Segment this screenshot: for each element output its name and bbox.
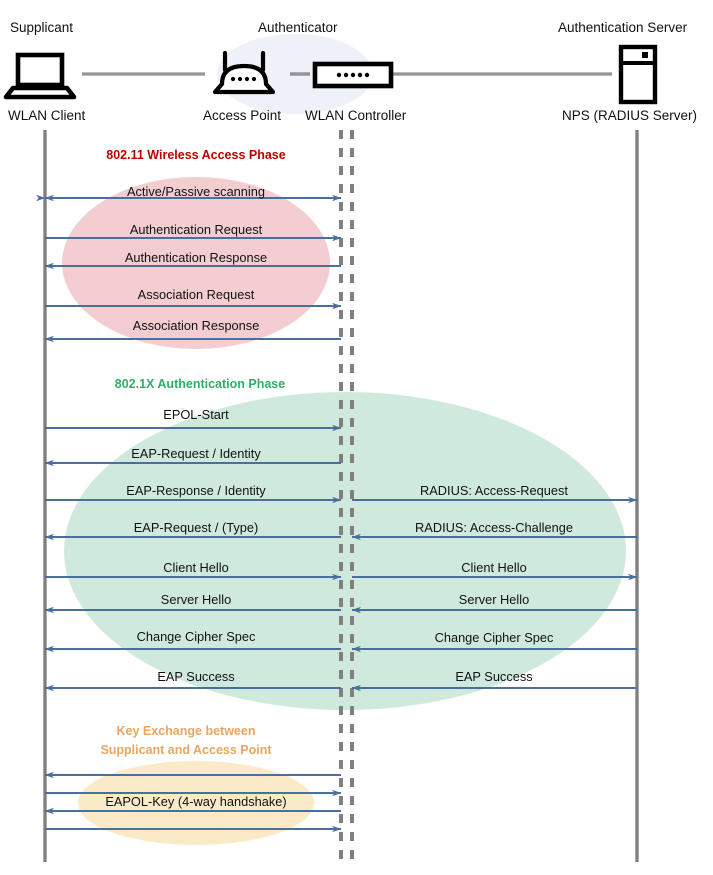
- message-label-m9: EAP-Request / (Type): [133, 520, 259, 535]
- lifelines: [43, 130, 639, 862]
- actor-device-wlan-client: WLAN Client: [8, 108, 86, 123]
- message-label-m7: EAP-Request / Identity: [131, 446, 261, 461]
- message-label-r4: Server Hello: [458, 592, 530, 607]
- wlan-controller-icon: [312, 61, 394, 89]
- phase-ellipse-phase-key: [78, 761, 314, 845]
- phase-label-key-line1: Key Exchange between: [116, 724, 256, 738]
- message-label-k3: EAPOL-Key (4-way handshake): [105, 794, 287, 809]
- message-label-m13: EAP Success: [157, 669, 235, 684]
- phase-label-8021x: 802.1X Authentication Phase: [114, 377, 286, 391]
- server-icon: [618, 44, 658, 105]
- actor-device-nps: NPS (RADIUS Server): [562, 108, 698, 123]
- message-label-r6: EAP Success: [455, 669, 533, 684]
- message-label-r5: Change Cipher Spec: [434, 630, 554, 645]
- phase-label-key-exchange: Key Exchange between Supplicant and Acce…: [0, 722, 372, 760]
- message-label-m11: Server Hello: [160, 592, 232, 607]
- message-label-r2: RADIUS: Access-Challenge: [415, 520, 573, 535]
- message-label-m5: Association Response: [132, 318, 260, 333]
- actor-role-supplicant: Supplicant: [10, 20, 74, 35]
- phase-label-80211: 802.11 Wireless Access Phase: [106, 148, 286, 162]
- laptop-icon: [3, 52, 77, 100]
- message-label-m10: Client Hello: [163, 560, 229, 575]
- access-point-icon: [212, 50, 276, 95]
- phase-label-key-line2: Supplicant and Access Point: [100, 743, 272, 757]
- message-label-r1: RADIUS: Access-Request: [420, 483, 568, 498]
- message-label-m4: Association Request: [137, 287, 255, 302]
- actor-device-wlan-controller: WLAN Controller: [305, 108, 407, 123]
- message-label-m1: Active/Passive scanning: [127, 184, 265, 199]
- actor-role-auth-server: Authentication Server: [558, 20, 688, 35]
- message-label-m12: Change Cipher Spec: [136, 629, 256, 644]
- message-label-m6: EPOL-Start: [163, 407, 229, 422]
- message-label-r3: Client Hello: [461, 560, 527, 575]
- actor-role-authenticator: Authenticator: [258, 20, 338, 35]
- message-arrows: [36, 194, 638, 833]
- message-label-m2: Authentication Request: [129, 222, 263, 237]
- actor-device-access-point: Access Point: [203, 108, 282, 123]
- phase-ellipse-phase-8021x: [64, 392, 626, 710]
- message-label-m3: Authentication Response: [124, 250, 268, 265]
- message-label-m8: EAP-Response / Identity: [126, 483, 266, 498]
